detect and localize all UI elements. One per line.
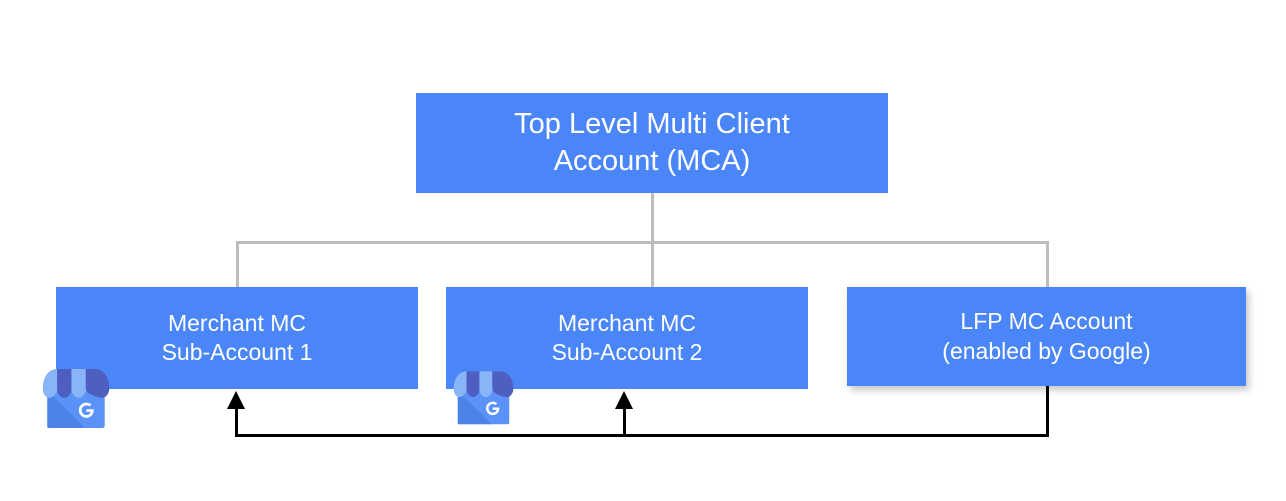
node-merchant-sub-account-2-line-2: Sub-Account 2 — [551, 339, 703, 365]
node-top-level-mca[interactable]: Top Level Multi Client Account (MCA) — [416, 93, 888, 193]
flow-line-to-sub2 — [623, 405, 626, 436]
node-top-level-mca-line-2: Account (MCA) — [553, 145, 751, 177]
connector-drop-sub1 — [236, 241, 239, 289]
node-merchant-sub-account-1-line-1: Merchant MC — [167, 309, 307, 336]
node-merchant-sub-account-1[interactable]: Merchant MC Sub-Account 1 — [56, 287, 418, 389]
connector-mca-stem — [651, 193, 654, 243]
connector-horizontal-bar — [236, 241, 1049, 244]
arrowhead-to-sub1-icon — [227, 391, 245, 409]
node-merchant-sub-account-2[interactable]: Merchant MC Sub-Account 2 — [446, 287, 808, 389]
google-my-business-storefront-icon — [449, 366, 518, 427]
flow-line-to-sub1 — [235, 405, 238, 436]
connector-drop-sub2 — [651, 241, 654, 289]
google-my-business-storefront-icon — [38, 363, 114, 431]
arrowhead-to-sub2-icon — [615, 391, 633, 409]
flow-horizontal-bar — [235, 434, 1049, 437]
flow-line-from-lfp — [1046, 386, 1049, 436]
node-merchant-sub-account-1-line-2: Sub-Account 1 — [161, 339, 313, 365]
connector-drop-lfp — [1046, 241, 1049, 289]
node-merchant-sub-account-2-line-1: Merchant MC — [557, 309, 697, 336]
node-lfp-mc-account[interactable]: LFP MC Account (enabled by Google) — [847, 287, 1246, 386]
node-top-level-mca-line-1: Top Level Multi Client — [514, 107, 790, 140]
node-lfp-mc-account-line-1: LFP MC Account — [960, 308, 1133, 335]
node-lfp-mc-account-line-2: (enabled by Google) — [942, 337, 1151, 364]
